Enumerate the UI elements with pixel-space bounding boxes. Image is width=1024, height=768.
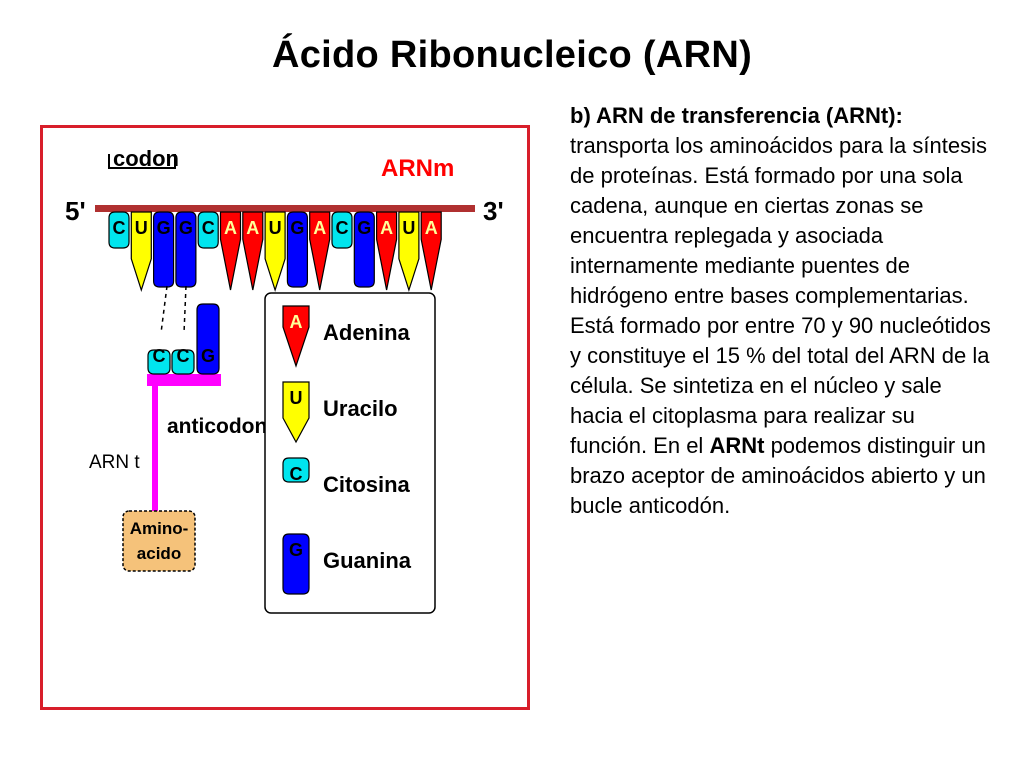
mrna-cytosine-4: C (197, 211, 219, 249)
description-text: b) ARN de transferencia (ARNt): transpor… (570, 101, 995, 521)
mrna-letter-5: A (224, 218, 237, 238)
legend-letter-0: A (290, 312, 303, 332)
anticodon-letter-2: G (201, 346, 215, 366)
mrna-uracil-1: U (130, 211, 152, 292)
slide-title: Ácido Ribonucleico (ARN) (271, 34, 753, 76)
mrna-adenine-14: A (420, 211, 442, 291)
mrna-backbone (95, 205, 475, 212)
mrna-adenine-6: A (242, 211, 264, 291)
legend-adenine-0: A (282, 305, 310, 368)
amino-acid-line1: Amino- (130, 519, 189, 538)
mrna-letter-10: C (336, 218, 349, 238)
arnt-label: ARN t (89, 452, 140, 473)
description-heading: b) ARN de transferencia (ARNt): (570, 103, 903, 128)
mrna-adenine-5: A (219, 211, 242, 291)
amino-acid-box (122, 510, 196, 572)
legend-box (264, 292, 436, 614)
legend-name-0: Adenina (323, 320, 411, 345)
mrna-letter-3: G (179, 218, 193, 238)
codon-bracket (108, 154, 176, 169)
mrna-guanine-8: G (286, 211, 308, 288)
legend-guanine-3: G (282, 533, 310, 595)
legend-cytosine-2: C (282, 457, 310, 484)
three-prime-label: 3' (483, 196, 504, 226)
trna-acceptor-bar (147, 374, 221, 386)
mrna-guanine-3: G (175, 211, 197, 288)
description-body: transporta los aminoácidos para la sínte… (570, 133, 991, 458)
anticodon-cytosine-1: C (171, 346, 195, 375)
mrna-uracil-7: U (264, 211, 286, 292)
mrna-letter-9: A (313, 218, 326, 238)
legend-name-1: Uracilo (323, 396, 398, 421)
five-prime-label: 5' (65, 196, 86, 226)
legend-letter-2: C (290, 464, 303, 484)
arnm-label: ARNm (381, 155, 454, 182)
description-arnt-emphasis: ARNt (709, 433, 765, 458)
mrna-cytosine-0: C (108, 211, 130, 249)
legend-letter-1: U (290, 388, 303, 408)
legend-letter-3: G (289, 540, 303, 560)
amino-acid-line2: acido (137, 544, 181, 563)
mrna-adenine-12: A (376, 211, 398, 291)
anticodon-letter-1: C (177, 346, 190, 366)
description-body-end: podemos distinguir un brazo aceptor de a… (570, 433, 986, 518)
mrna-guanine-2: G (153, 211, 175, 288)
mrna-letter-7: U (269, 218, 282, 238)
mrna-letter-14: A (425, 218, 438, 238)
anticodon-cytosine-0: C (147, 346, 171, 375)
mrna-letter-8: G (290, 218, 304, 238)
mrna-letter-2: G (157, 218, 171, 238)
mrna-letter-0: C (113, 218, 126, 238)
mrna-letter-6: A (246, 218, 259, 238)
hydrogen-bonds (160, 285, 187, 334)
mrna-letter-13: U (402, 218, 415, 238)
mrna-letter-4: C (202, 218, 215, 238)
legend-uracil-1: U (282, 381, 310, 444)
anticodon-label: anticodon (167, 415, 267, 438)
trna-arm (152, 379, 219, 511)
mrna-cytosine-10: C (331, 211, 353, 249)
legend-name-3: Guanina (323, 548, 412, 573)
anticodon-letter-0: C (153, 346, 166, 366)
legend-name-2: Citosina (323, 472, 411, 497)
codon-label: codon (113, 146, 179, 171)
mrna-guanine-11: G (353, 211, 375, 288)
anticodon-guanine-2: G (196, 303, 220, 375)
mrna-letter-12: A (380, 218, 393, 238)
mrna-adenine-9: A (309, 211, 331, 291)
mrna-uracil-13: U (398, 211, 420, 292)
mrna-letter-11: G (357, 218, 371, 238)
mrna-letter-1: U (135, 218, 148, 238)
